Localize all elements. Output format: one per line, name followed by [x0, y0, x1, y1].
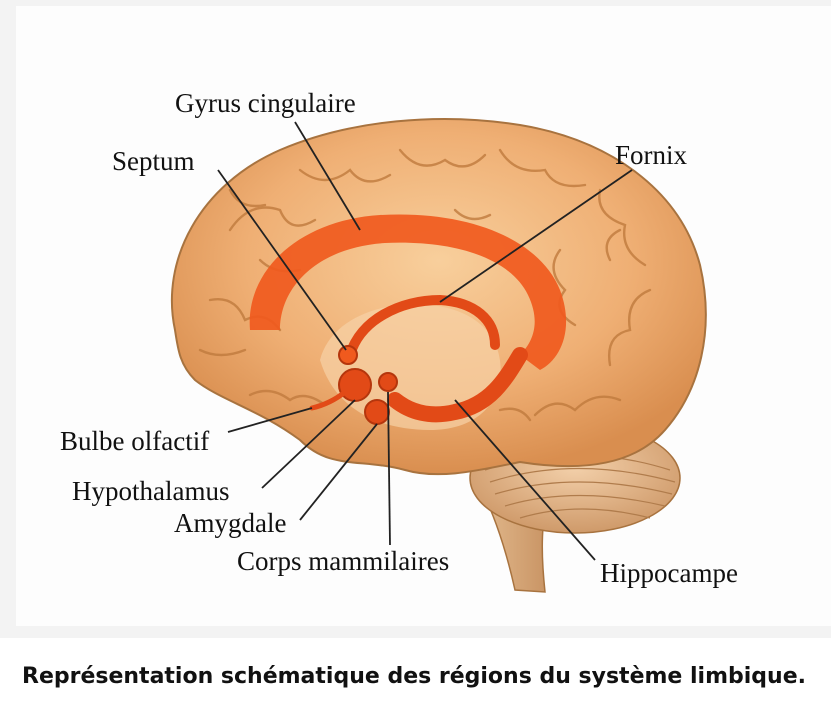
- brain-diagram: [0, 0, 831, 638]
- hypothalamus-shape: [339, 369, 371, 401]
- amygdala-shape: [365, 400, 389, 424]
- label-corps-mammilaires: Corps mammilaires: [237, 548, 449, 575]
- label-septum: Septum: [112, 148, 195, 175]
- label-hypothalamus: Hypothalamus: [72, 478, 229, 505]
- label-amygdale: Amygdale: [174, 510, 286, 537]
- mammillary-shape: [379, 373, 397, 391]
- label-hippocampe: Hippocampe: [600, 560, 738, 587]
- label-gyrus-cingulaire: Gyrus cingulaire: [175, 90, 356, 117]
- label-bulbe-olfactif: Bulbe olfactif: [60, 428, 209, 455]
- septum-shape: [339, 346, 357, 364]
- label-fornix: Fornix: [615, 142, 687, 169]
- figure-caption: Représentation schématique des régions d…: [22, 662, 812, 691]
